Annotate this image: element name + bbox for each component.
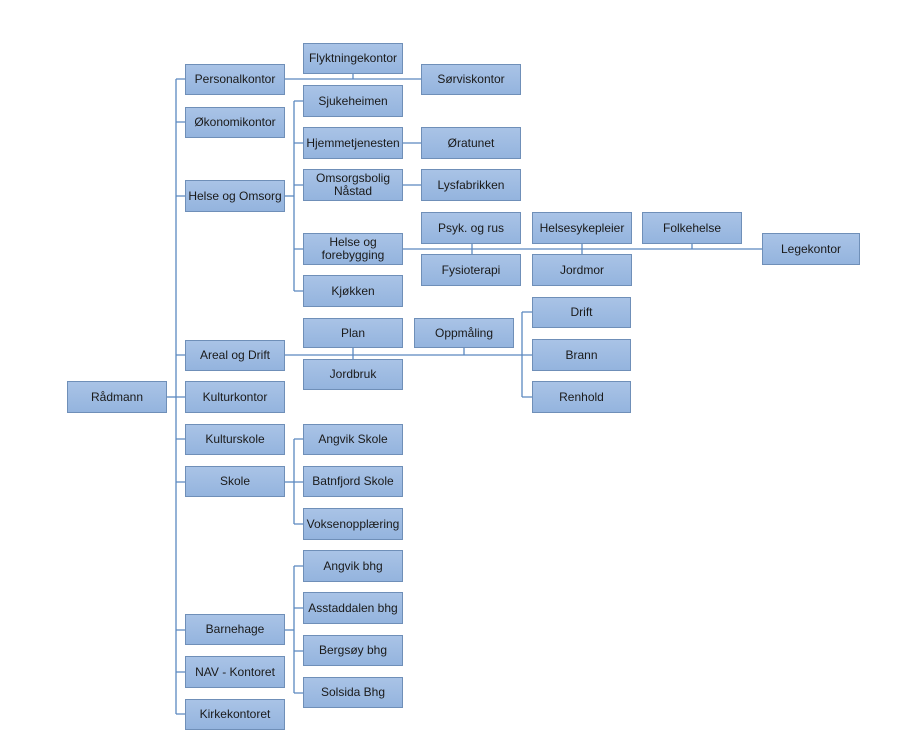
node-asstaddalen-bhg: Asstaddalen bhg (303, 592, 403, 624)
node-kulturskole: Kulturskole (185, 424, 285, 455)
node-kjokken: Kjøkken (303, 275, 403, 307)
node-angvik-bhg: Angvik bhg (303, 550, 403, 582)
node-barnehage: Barnehage (185, 614, 285, 645)
node-kirkekontoret: Kirkekontoret (185, 699, 285, 730)
node-plan: Plan (303, 318, 403, 348)
node-drift: Drift (532, 297, 631, 328)
node-radmann: Rådmann (67, 381, 167, 413)
node-folkehelse: Folkehelse (642, 212, 742, 244)
node-fysioterapi: Fysioterapi (421, 254, 521, 286)
node-sjukeheimen: Sjukeheimen (303, 85, 403, 117)
node-skole: Skole (185, 466, 285, 497)
node-batnfjord-skole: Batnfjord Skole (303, 466, 403, 497)
node-oratunet: Øratunet (421, 127, 521, 159)
node-helsesykepleier: Helsesykepleier (532, 212, 632, 244)
node-brann: Brann (532, 339, 631, 371)
node-renhold: Renhold (532, 381, 631, 413)
node-hjemmetjenesten: Hjemmetjenesten (303, 127, 403, 159)
node-nav-kontoret: NAV - Kontoret (185, 656, 285, 688)
node-legekontor: Legekontor (762, 233, 860, 265)
node-kulturkontor: Kulturkontor (185, 381, 285, 413)
node-areal-og-drift: Areal og Drift (185, 340, 285, 371)
node-psyk-og-rus: Psyk. og rus (421, 212, 521, 244)
node-jordmor: Jordmor (532, 254, 632, 286)
node-personalkontor: Personalkontor (185, 64, 285, 95)
node-flyktningekontor: Flyktningekontor (303, 43, 403, 74)
node-voksenopplaering: Voksenopplæring (303, 508, 403, 540)
node-omsorgsbolig-nastad: Omsorgsbolig Nåstad (303, 169, 403, 201)
node-okonomikontor: Økonomikontor (185, 107, 285, 138)
node-helse-og-forebygging: Helse og forebygging (303, 233, 403, 265)
node-helse-og-omsorg: Helse og Omsorg (185, 180, 285, 212)
node-angvik-skole: Angvik Skole (303, 424, 403, 455)
node-jordbruk: Jordbruk (303, 359, 403, 390)
node-bergsoy-bhg: Bergsøy bhg (303, 635, 403, 666)
node-lysfabrikken: Lysfabrikken (421, 169, 521, 201)
node-oppmaling: Oppmåling (414, 318, 514, 348)
node-sorviskontor: Sørviskontor (421, 64, 521, 95)
node-solsida-bhg: Solsida Bhg (303, 677, 403, 708)
